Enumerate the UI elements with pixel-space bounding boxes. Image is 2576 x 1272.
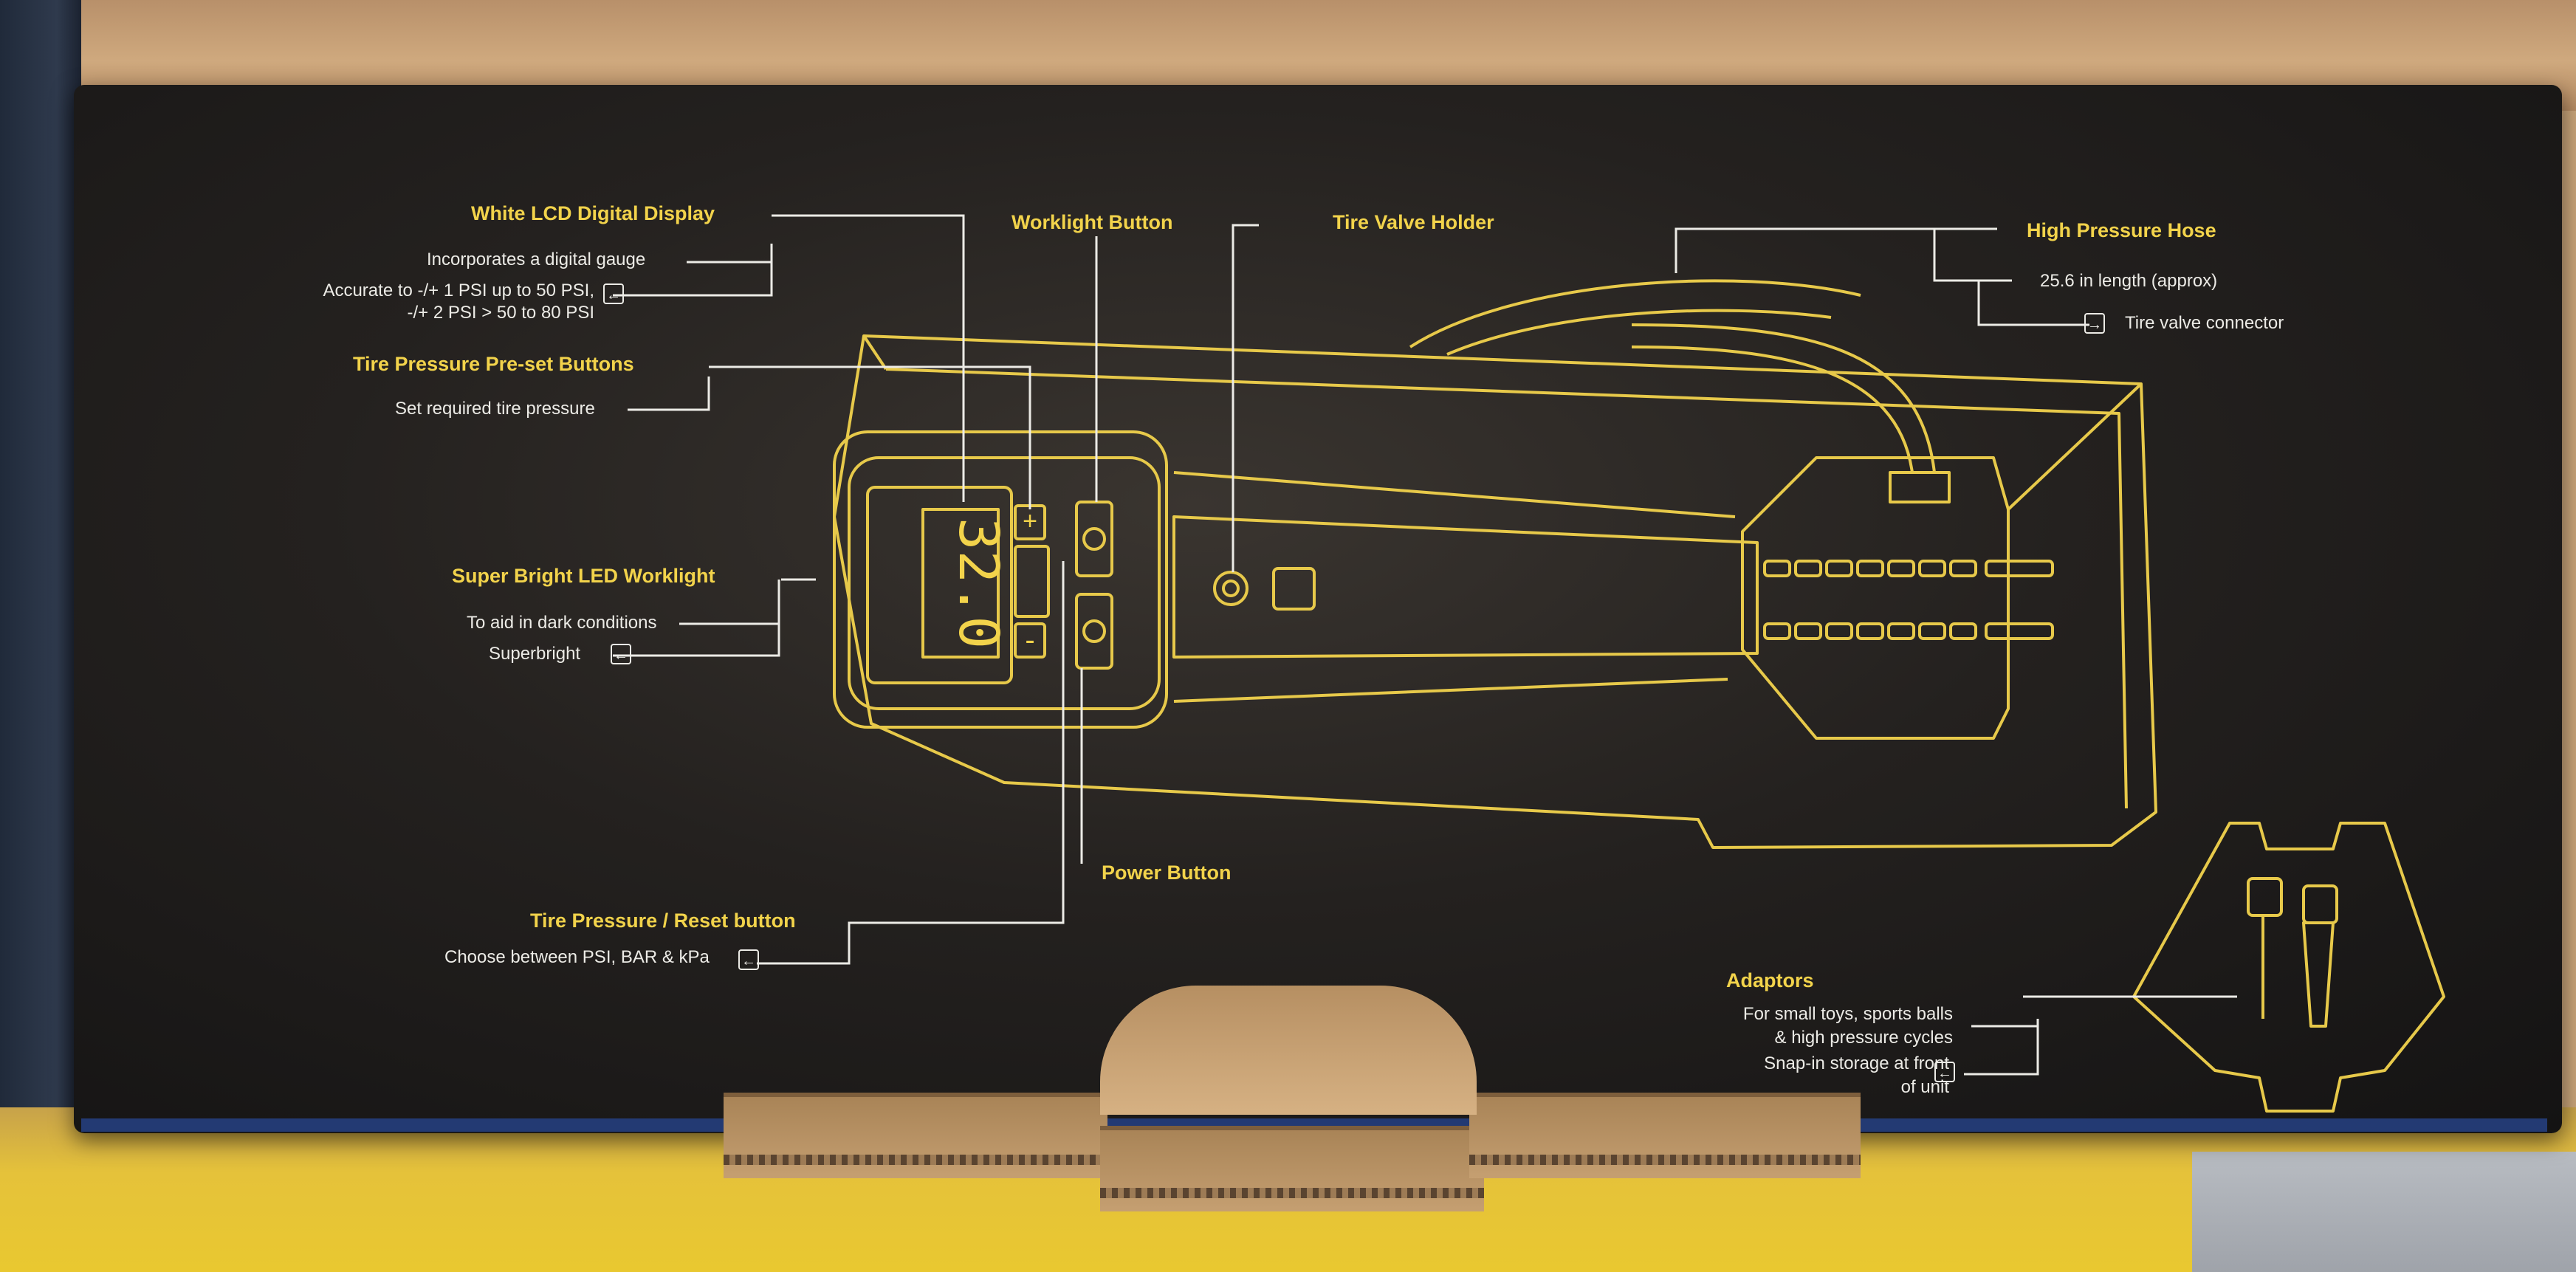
control-head-inner	[848, 456, 1161, 710]
lcd-display-subtitle: Incorporates a digital gauge	[427, 250, 646, 269]
rear-edge	[2007, 382, 2143, 511]
hose-connector-label: Tire valve connector	[2125, 313, 2284, 333]
floor-mat	[0, 0, 81, 1272]
box-flap-left	[724, 1093, 1107, 1178]
adaptor-needle-holder	[2247, 877, 2283, 917]
lcd-display-title: White LCD Digital Display	[471, 202, 715, 224]
led-superbright: Superbright	[489, 644, 581, 664]
hose-outer	[1631, 323, 1936, 473]
adaptors-storage-line1: Snap-in storage at front	[1764, 1053, 1949, 1073]
adaptor-storage-outline	[2132, 822, 2445, 1113]
vent-slots-bottom	[1763, 622, 2054, 640]
valve-holder-ring	[1213, 571, 1248, 606]
compressor-body-outline	[833, 334, 2157, 849]
worklight-button-title: Worklight Button	[1011, 211, 1173, 233]
arrow-left-icon: ←	[603, 283, 624, 304]
adaptor-cone-holder	[2302, 884, 2338, 924]
handle-curve-outer	[1409, 279, 1861, 348]
rear-vent-block	[1741, 456, 2010, 740]
led-worklight-subtitle: To aid in dark conditions	[467, 613, 657, 633]
arrow-right-icon: →	[2084, 313, 2105, 334]
lcd-screen	[866, 486, 1013, 684]
reset-button-subtitle: Choose between PSI, BAR & kPa	[444, 947, 710, 967]
minus-glyph: -	[1025, 624, 1034, 656]
reset-button-outline	[1014, 545, 1050, 618]
arrow-left-icon: ←	[611, 644, 631, 664]
hose-inner	[1631, 345, 1914, 473]
grey-floor	[2192, 1152, 2576, 1272]
box-panel	[74, 85, 2562, 1133]
handle-curve-inner	[1446, 309, 1832, 356]
adaptors-use-line1: For small toys, sports balls	[1742, 1004, 1953, 1024]
reset-button-title: Tire Pressure / Reset button	[530, 910, 796, 932]
worklight-button-outline	[1075, 501, 1113, 577]
high-pressure-hose-title: High Pressure Hose	[2027, 219, 2216, 241]
lcd-accuracy-line2: -/+ 2 PSI > 50 to 80 PSI	[407, 303, 595, 323]
box-flap-center	[1100, 1126, 1484, 1211]
panel-blue-edge	[81, 1118, 2547, 1132]
control-band	[1172, 515, 1759, 659]
vent-slots-top	[1763, 560, 2054, 577]
adaptors-title: Adaptors	[1726, 969, 1814, 991]
led-worklight-title: Super Bright LED Worklight	[452, 565, 715, 587]
preset-buttons-subtitle: Set required tire pressure	[395, 399, 595, 419]
lcd-digits-box	[921, 508, 1000, 659]
hose-length: 25.6 in length (approx)	[2040, 271, 2218, 291]
lcd-reading: 32.0	[947, 518, 1010, 649]
worklight-icon	[1082, 527, 1106, 551]
band-bottom-curve	[1173, 678, 1728, 703]
adaptor-cone	[2302, 921, 2335, 1028]
minus-button-outline	[1014, 622, 1046, 659]
preset-buttons-title: Tire Pressure Pre-set Buttons	[353, 353, 634, 375]
arrow-left-icon: ←	[1934, 1062, 1955, 1082]
power-button-title: Power Button	[1102, 862, 1232, 884]
tire-valve-holder-title: Tire Valve Holder	[1333, 211, 1494, 233]
leader-lines	[613, 214, 2237, 1076]
lcd-accuracy-line1: Accurate to -/+ 1 PSI up to 50 PSI,	[323, 281, 594, 300]
power-icon	[1082, 619, 1106, 643]
hose-connector	[1889, 471, 1951, 503]
box-flap-right	[1469, 1093, 1861, 1178]
body-edge-line	[885, 368, 2128, 809]
adaptors-use-line2: & high pressure cycles	[1774, 1028, 1953, 1048]
arrow-left-icon: ←	[738, 949, 759, 970]
plus-glyph: +	[1023, 507, 1037, 535]
box-cutout	[1100, 986, 1477, 1115]
adaptors-storage-line2: of unit	[1900, 1077, 1949, 1097]
power-button-outline	[1075, 593, 1113, 670]
valve-holder-center	[1222, 580, 1240, 597]
band-top-curve	[1173, 471, 1736, 518]
body-corner-line	[862, 334, 887, 371]
control-head-outer	[833, 430, 1168, 729]
valve-holder-slot	[1272, 567, 1316, 611]
